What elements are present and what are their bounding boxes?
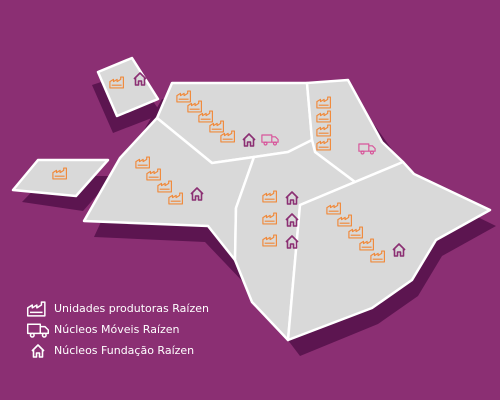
legend: Unidades produtoras Raízen Núcleos Móvei… [26,298,209,361]
region-west-island [11,158,110,198]
legend-item-factory: Unidades produtoras Raízen [26,298,209,319]
legend-label-factory: Unidades produtoras Raízen [54,302,209,315]
legend-item-house: Núcleos Fundação Raízen [26,340,209,361]
region-northwest-island [96,56,160,118]
legend-item-truck: Núcleos Móveis Raízen [26,319,209,340]
region-southeast [286,160,492,342]
legend-label-house: Núcleos Fundação Raízen [54,344,195,357]
factory-icon [26,301,50,317]
legend-label-truck: Núcleos Móveis Raízen [54,323,180,336]
house-icon [26,343,50,359]
truck-icon [26,322,50,338]
